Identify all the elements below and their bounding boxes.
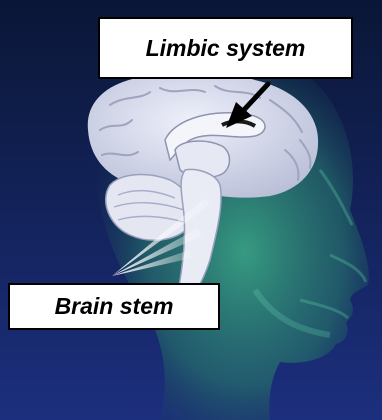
brain-stem-label: Brain stem [8,283,220,330]
limbic-system-label: Limbic system [98,17,353,79]
